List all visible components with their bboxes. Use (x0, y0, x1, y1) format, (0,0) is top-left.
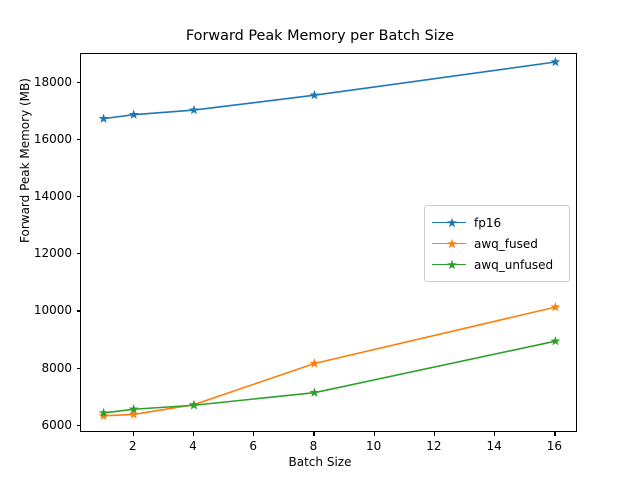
star-icon (447, 217, 457, 227)
data-point-marker (309, 89, 320, 100)
plot-area (80, 53, 577, 432)
x-tick-label: 10 (366, 439, 382, 453)
y-tick-label: 16000 (33, 131, 72, 146)
data-point-marker (98, 113, 109, 123)
y-tick-label: 12000 (33, 246, 72, 261)
x-tick-label: 4 (189, 439, 197, 453)
legend-swatch-awq-fused (432, 237, 466, 251)
data-point-marker (550, 301, 561, 312)
y-tick-label: 18000 (33, 74, 72, 89)
y-tick-label: 6000 (41, 417, 72, 432)
legend-swatch-fp16 (432, 216, 466, 230)
data-point-marker (98, 407, 109, 418)
legend-swatch-awq-unfused (432, 258, 466, 272)
data-point-marker (128, 109, 139, 119)
y-tick-mark (76, 81, 80, 83)
x-axis-label: Batch Size (288, 455, 352, 469)
y-tick-label: 10000 (33, 303, 72, 318)
page-title: Forward Peak Memory per Batch Size (185, 28, 455, 44)
y-tick-mark (76, 367, 80, 369)
y-axis-label: Forward Peak Memory (MB) (18, 78, 32, 243)
legend: fp16 awq_fused awq_unfused (424, 205, 570, 282)
x-tick-mark (494, 432, 496, 436)
y-tick-label: 8000 (41, 360, 72, 375)
x-tick-mark (313, 432, 315, 436)
data-point-marker (189, 400, 199, 410)
x-tick-label: 6 (249, 439, 258, 453)
x-tick-mark (132, 432, 134, 436)
series-line-awq_unfused (103, 340, 556, 414)
x-tick-label: 8 (309, 439, 318, 453)
y-tick-mark (76, 253, 80, 255)
legend-item-2[interactable]: awq_unfused (432, 254, 562, 275)
y-tick-mark (76, 310, 80, 312)
plot-lines (98, 56, 561, 421)
x-tick-mark (253, 432, 255, 436)
y-tick-mark (76, 424, 80, 426)
x-tick-mark (373, 432, 375, 436)
x-tick-mark (554, 432, 556, 436)
x-tick-label: 2 (128, 439, 137, 453)
data-point-marker (98, 410, 109, 421)
data-point-marker (128, 404, 139, 414)
x-tick-label: 14 (486, 439, 502, 453)
x-tick-mark (192, 432, 195, 436)
y-tick-mark (76, 196, 80, 198)
data-point-marker (309, 387, 320, 397)
star-icon (447, 238, 457, 248)
series-line-fp16 (103, 61, 556, 120)
data-point-marker (309, 358, 320, 368)
y-tick-mark (76, 138, 80, 140)
legend-item-1[interactable]: awq_fused (432, 233, 562, 254)
star-icon (447, 259, 457, 269)
data-point-marker (550, 335, 561, 346)
legend-label: awq_unfused (474, 257, 554, 272)
data-point-marker (128, 409, 139, 419)
legend-label: fp16 (474, 215, 502, 230)
series-line-awq_fused (103, 306, 556, 417)
x-tick-label: 12 (426, 439, 442, 453)
data-point-marker (189, 104, 199, 115)
x-tick-label: 16 (546, 439, 563, 453)
x-tick-mark (433, 432, 436, 436)
y-tick-label: 14000 (33, 189, 72, 204)
legend-label: awq_fused (474, 236, 538, 251)
data-point-marker (550, 56, 561, 67)
legend-item-0[interactable]: fp16 (432, 212, 562, 233)
